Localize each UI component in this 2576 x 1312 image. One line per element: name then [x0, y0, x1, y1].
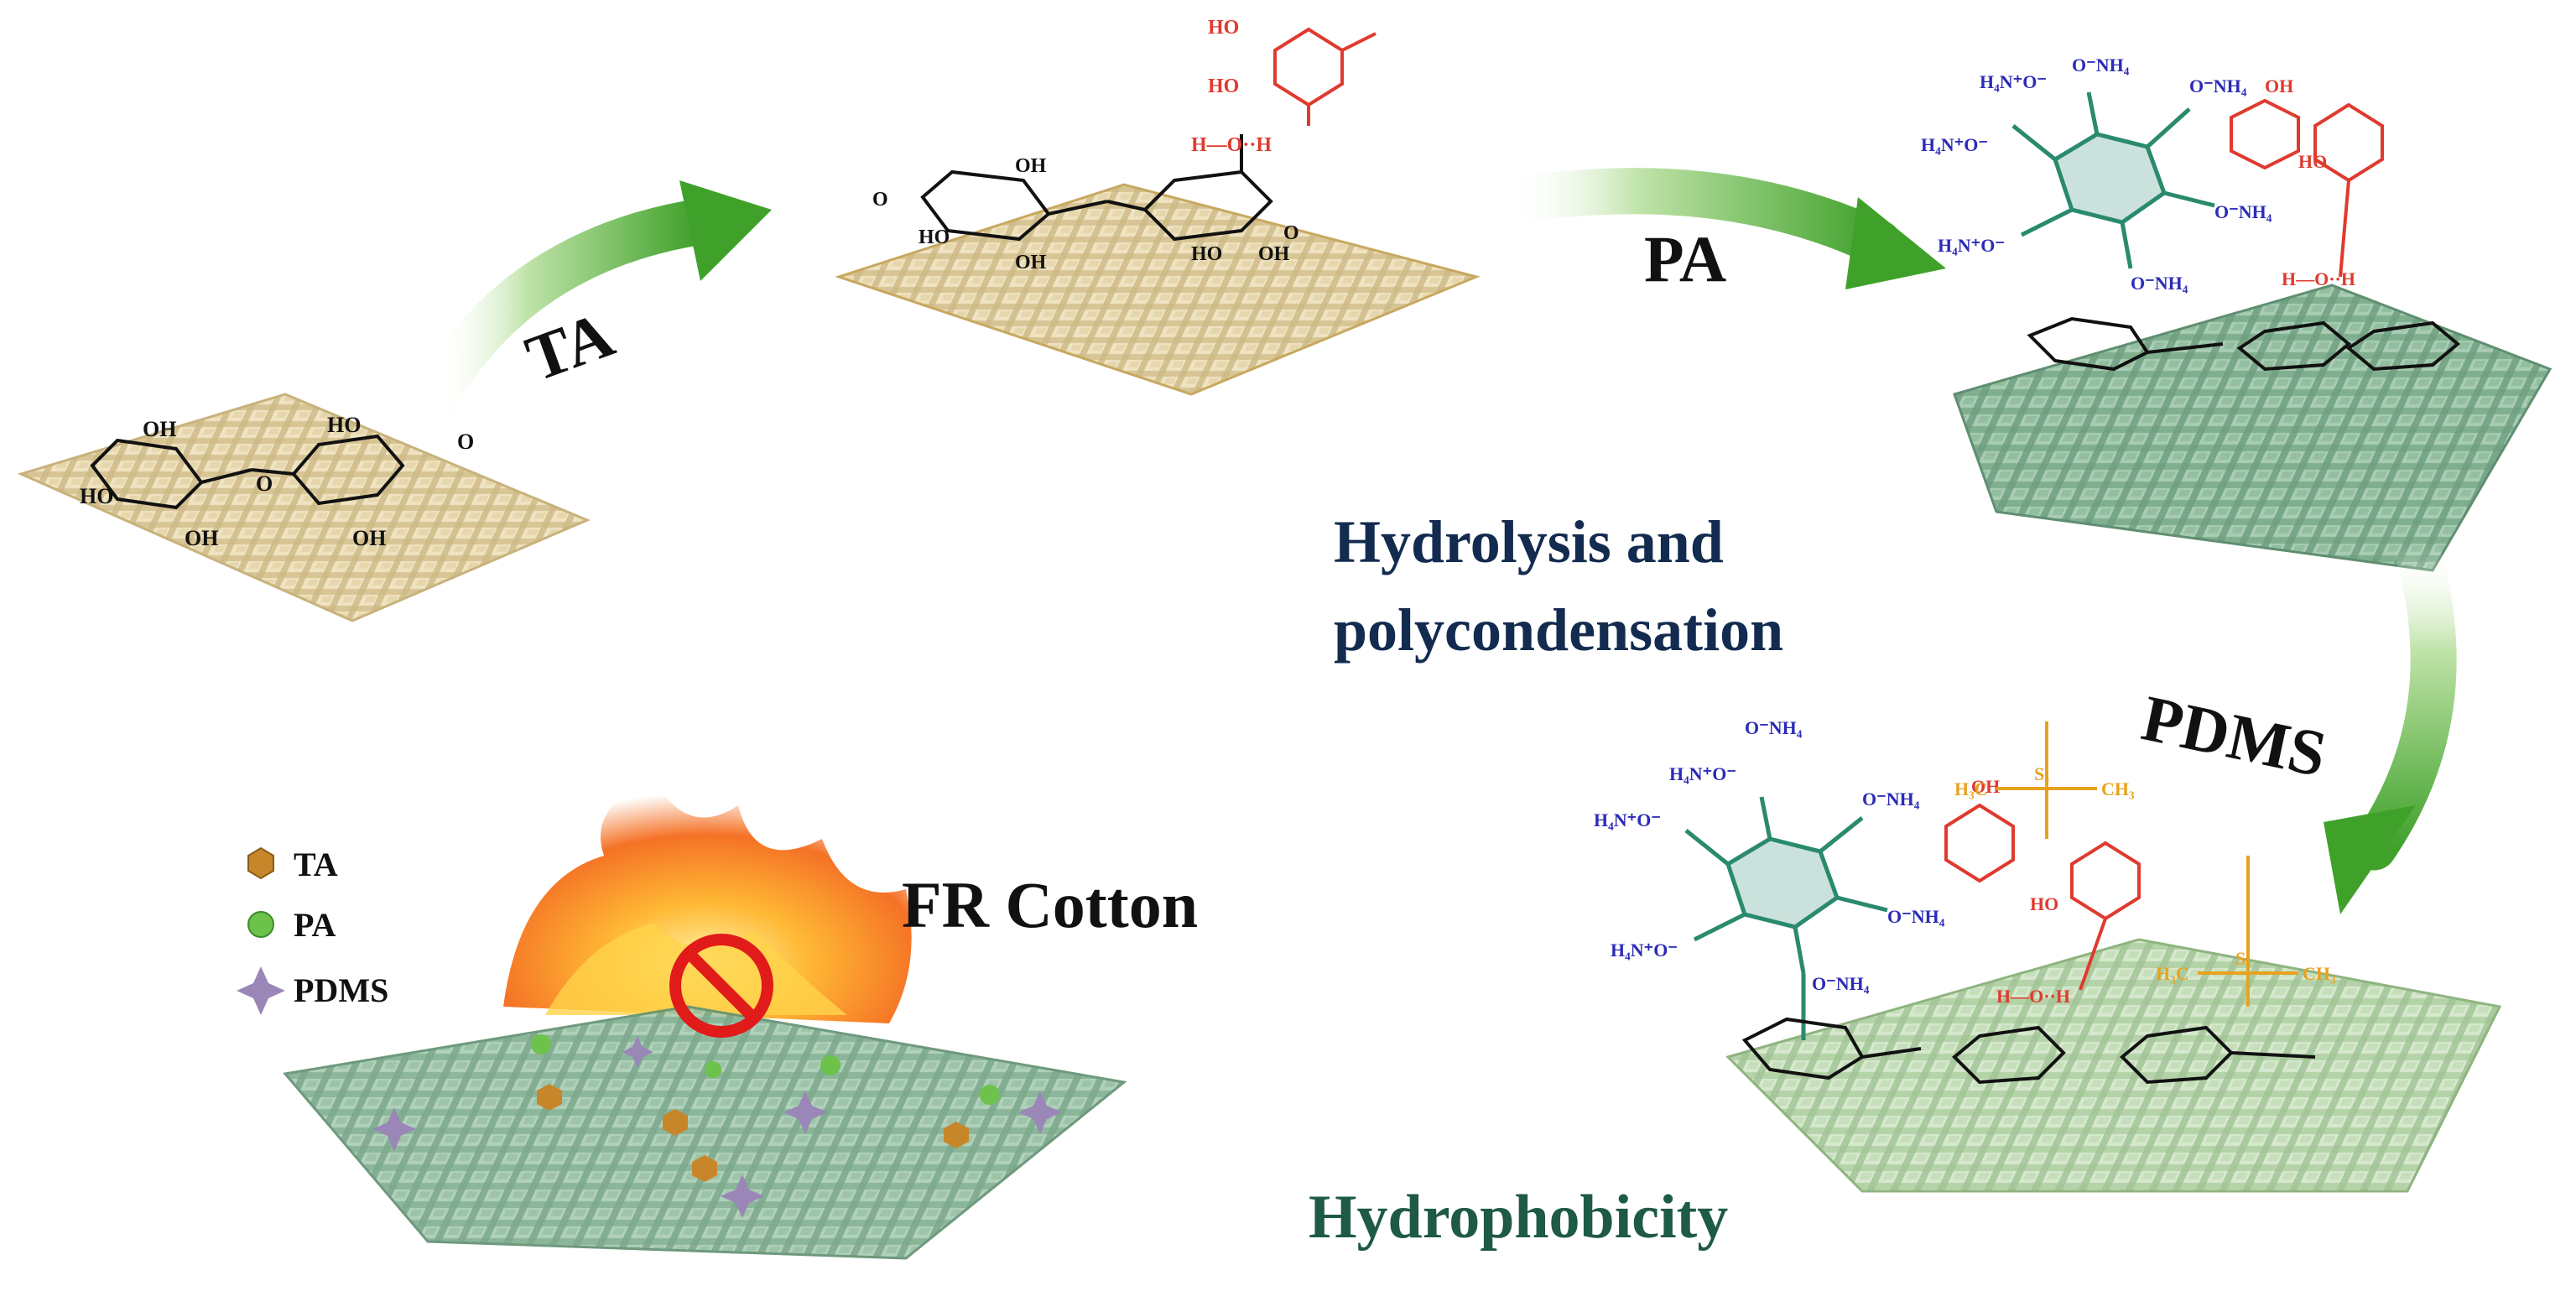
svg-text:HO: HO	[1208, 75, 1239, 97]
svg-text:OH: OH	[352, 526, 386, 550]
svg-text:H—O··H: H—O··H	[1191, 134, 1272, 156]
svg-text:OH: OH	[2265, 75, 2293, 96]
caption-hydrolysis-line2: polycondensation	[1334, 596, 1783, 664]
svg-text:OH: OH	[1015, 252, 1047, 273]
caption-hydrolysis-line1: Hydrolysis and	[1334, 508, 1724, 575]
svg-text:OH: OH	[1015, 155, 1047, 177]
step-label-pdms: PDMS	[2136, 681, 2332, 791]
svg-text:H₃C: H₃C	[1954, 778, 1988, 799]
arrow-pa	[1510, 191, 1946, 289]
svg-text:H₄N⁺O⁻: H₄N⁺O⁻	[1669, 763, 1736, 784]
svg-text:HO: HO	[2030, 893, 2058, 914]
svg-text:H₄N⁺O⁻: H₄N⁺O⁻	[1921, 134, 1988, 155]
svg-text:Si: Si	[2235, 948, 2251, 969]
svg-text:PA: PA	[294, 906, 336, 944]
svg-text:O⁻NH₄: O⁻NH₄	[2189, 75, 2247, 96]
svg-text:O⁻NH₄: O⁻NH₄	[2072, 55, 2130, 75]
svg-text:H—O··H: H—O··H	[1996, 986, 2070, 1007]
svg-text:PDMS: PDMS	[294, 971, 388, 1009]
caption-fr-cotton: FR Cotton	[902, 868, 1198, 941]
pa-treated-fabric	[1954, 285, 2550, 570]
svg-text:CH₃: CH₃	[2303, 963, 2336, 984]
svg-text:OH: OH	[143, 417, 176, 441]
svg-text:H—O··H: H—O··H	[2282, 268, 2355, 289]
tannic-acid-group-2	[2231, 101, 2382, 277]
svg-text:O: O	[872, 189, 888, 211]
svg-text:Si: Si	[2034, 763, 2049, 784]
svg-text:HO: HO	[1208, 17, 1239, 39]
svg-text:TA: TA	[294, 846, 338, 883]
svg-text:O⁻NH₄: O⁻NH₄	[1812, 973, 1870, 994]
svg-text:HO: HO	[2298, 151, 2327, 172]
legend-item-ta: TA	[248, 846, 338, 883]
caption-hydrophobicity: Hydrophobicity	[1309, 1183, 1728, 1252]
svg-text:H₄N⁺O⁻: H₄N⁺O⁻	[1594, 810, 1661, 830]
svg-text:H₄N⁺O⁻: H₄N⁺O⁻	[1611, 940, 1678, 961]
svg-text:HO: HO	[80, 484, 113, 508]
svg-text:O: O	[457, 430, 474, 454]
ta-treated-fabric	[839, 185, 1476, 394]
fr-cotton-fabric	[285, 1007, 1124, 1258]
svg-text:HO: HO	[1191, 243, 1222, 265]
svg-text:O⁻NH₄: O⁻NH₄	[1745, 717, 1803, 738]
legend-item-pdms: PDMS	[237, 966, 388, 1015]
svg-text:O⁻NH₄: O⁻NH₄	[1862, 789, 1920, 810]
step-label-pa: PA	[1644, 222, 1726, 295]
legend: TA PA PDMS	[237, 846, 388, 1015]
legend-item-pa: PA	[248, 906, 336, 944]
phytate-structure-1	[2013, 92, 2214, 268]
svg-text:HO: HO	[327, 413, 361, 437]
svg-text:OH: OH	[1258, 243, 1290, 265]
fire-flames	[503, 780, 912, 1023]
svg-text:O: O	[1283, 222, 1299, 244]
svg-text:H₄N⁺O⁻: H₄N⁺O⁻	[1980, 71, 2047, 92]
tannic-acid-group-1	[1275, 29, 1376, 126]
svg-text:H₃C: H₃C	[2156, 963, 2189, 984]
svg-text:CH₃: CH₃	[2101, 778, 2135, 799]
svg-text:O⁻NH₄: O⁻NH₄	[2131, 273, 2188, 294]
svg-text:O: O	[256, 471, 273, 496]
svg-text:H₄N⁺O⁻: H₄N⁺O⁻	[1938, 235, 2005, 256]
phytate-structure-2	[1686, 797, 1887, 1040]
arrow-pdms	[2324, 545, 2433, 914]
svg-text:OH: OH	[185, 526, 218, 550]
svg-text:HO: HO	[919, 226, 950, 248]
svg-text:O⁻NH₄: O⁻NH₄	[2214, 201, 2272, 222]
svg-text:O⁻NH₄: O⁻NH₄	[1887, 906, 1945, 927]
